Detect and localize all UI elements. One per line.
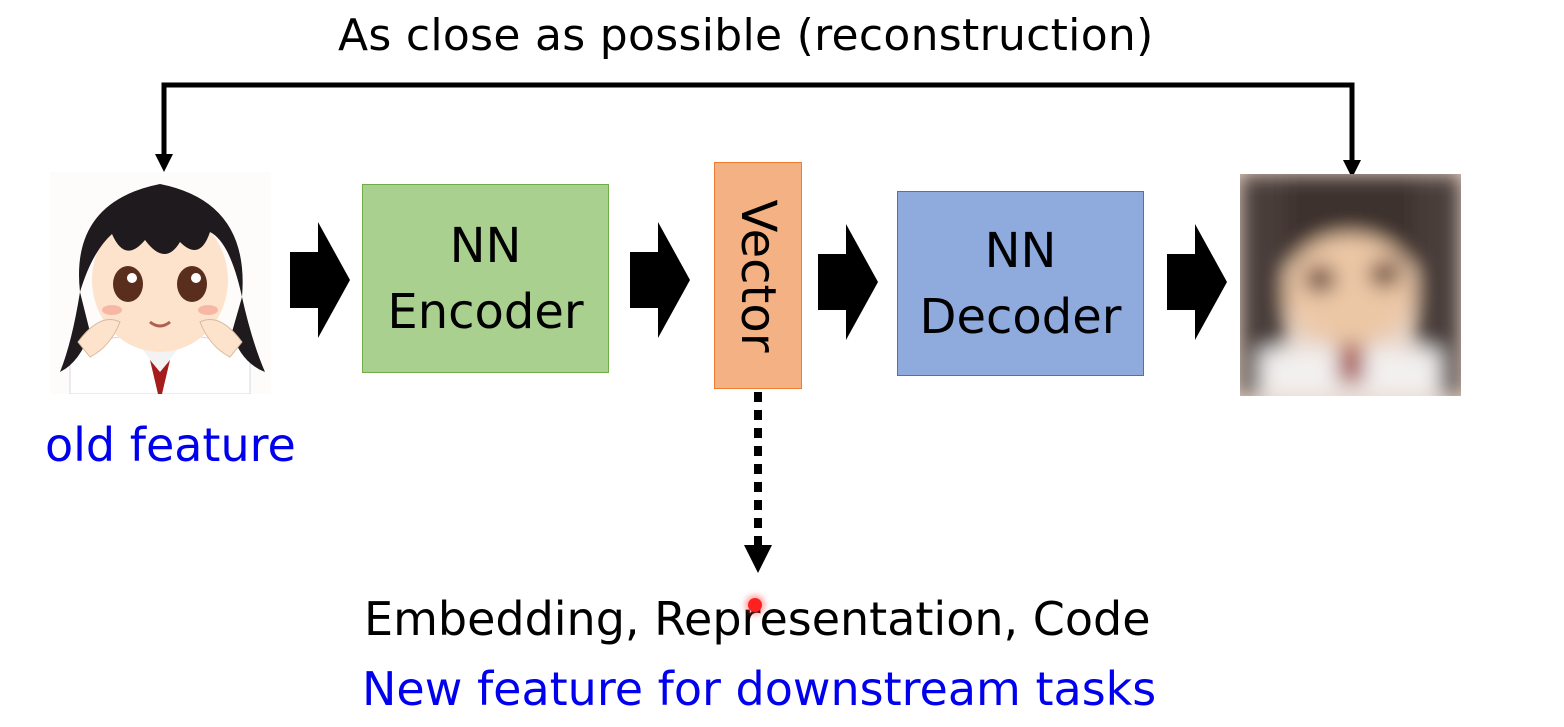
encoder-label-line2: Encoder — [387, 283, 584, 340]
nn-decoder-box: NN Decoder — [897, 191, 1144, 376]
input-anime-image — [50, 172, 271, 394]
block-arrow-decoder-to-output — [1167, 224, 1227, 340]
encoder-label-line1: NN — [449, 217, 522, 274]
laser-pointer-icon — [748, 598, 762, 612]
old-feature-label: old feature — [45, 418, 296, 472]
vector-box: Vector — [714, 162, 802, 389]
anime-face-image — [50, 172, 271, 394]
vector-label: Vector — [730, 199, 786, 352]
blurred-reconstruction-image — [1240, 174, 1461, 396]
decoder-label-line2: Decoder — [919, 288, 1122, 345]
block-arrow-vector-to-decoder — [818, 224, 878, 340]
dotted-arrow — [744, 392, 772, 573]
reconstructed-image — [1240, 174, 1461, 396]
new-feature-caption: New feature for downstream tasks — [362, 662, 1157, 716]
block-arrow-encoder-to-vector — [630, 222, 690, 338]
decoder-label-line1: NN — [984, 222, 1057, 279]
block-arrow-input-to-encoder — [290, 222, 350, 338]
nn-encoder-box: NN Encoder — [362, 184, 609, 373]
reconstruction-caption: As close as possible (reconstruction) — [338, 10, 1154, 61]
feedback-arrow — [155, 82, 1361, 178]
